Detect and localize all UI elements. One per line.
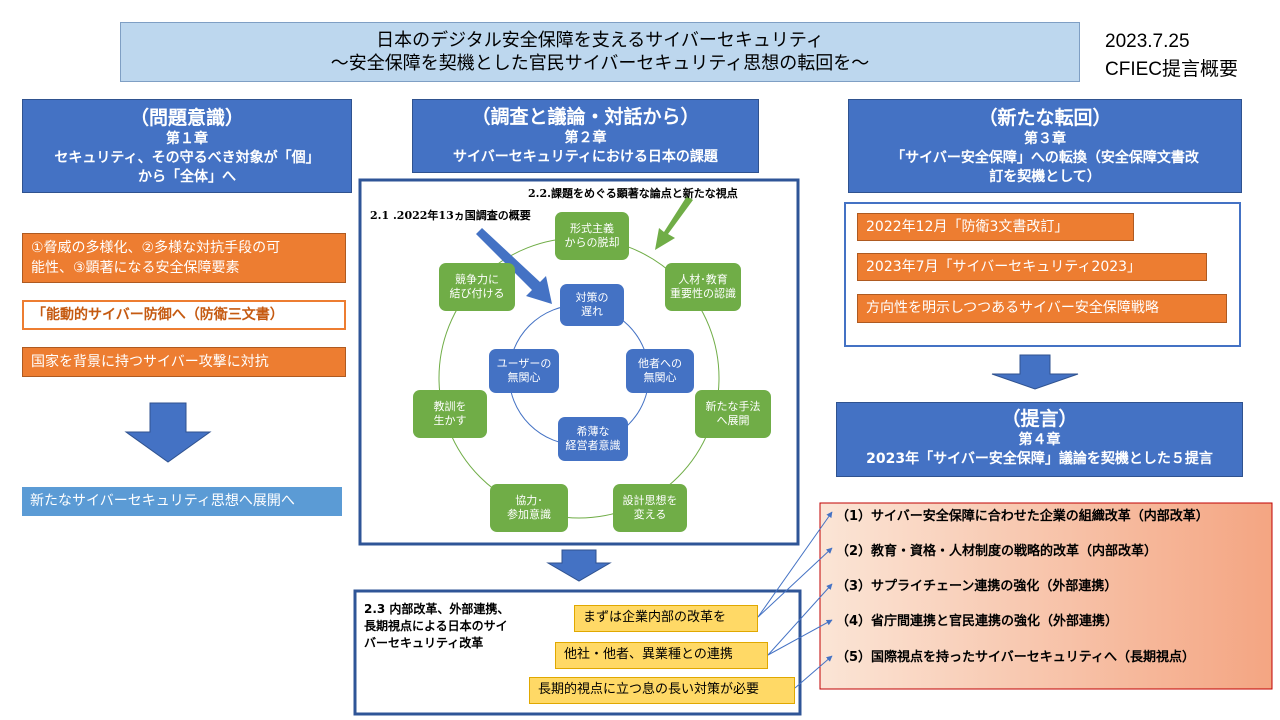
chapter4-heading: （提言） (1001, 408, 1078, 430)
node-user-indifference: ユーザーの無関心 (489, 349, 559, 393)
chapter4-number: 第４章 (1018, 432, 1061, 448)
node-design-philosophy: 設計思想を変える (613, 484, 687, 532)
node-new-methods: 新たな手法へ展開 (695, 390, 771, 438)
label-2-2: 2.2.課題をめぐる顕著な論点と新たな視点 (528, 187, 738, 200)
chapter3-heading: （新たな転回） (978, 107, 1112, 129)
date-block: 2023.7.25 CFIEC提言概要 (1105, 28, 1238, 84)
threats-line1: ①脅威の多様化、②多様な対抗手段の可 (31, 240, 281, 256)
chapter1-box-state-attack: 国家を背景に持つサイバー攻撃に対抗 (22, 347, 346, 377)
yellow-internal-reform: まずは企業内部の改革を (574, 605, 758, 632)
down-arrow-ch2 (546, 549, 612, 582)
chapter1-box-threats: ①脅威の多様化、②多様な対抗手段の可 能性、③顕著になる安全保障要素 (22, 233, 346, 283)
proposal-3: （3）サプライチェーン連携の強化（外部連携） (836, 579, 1118, 594)
node-weak-management: 希薄な経営者意識 (558, 417, 628, 461)
chapter3-subtitle-2: 訂を契機として） (989, 169, 1101, 185)
date-text: 2023.7.25 (1105, 31, 1190, 52)
chapter2-header: （調査と議論・対話から） 第２章 サイバーセキュリティにおける日本の課題 (412, 99, 759, 173)
yellow-long-term: 長期的視点に立つ息の長い対策が必要 (529, 677, 795, 704)
title-line1: 日本のデジタル安全保障を支えるサイバーセキュリティ (376, 30, 824, 51)
node-delayed-measures: 対策の遅れ (560, 284, 624, 326)
node-indifference-others: 他者への無関心 (626, 349, 694, 393)
chapter4-subtitle: 2023年「サイバー安全保障」議論を契機とした５提言 (866, 451, 1213, 467)
chapter3-subtitle-1: 「サイバー安全保障」への転換（安全保障文書改 (891, 150, 1199, 166)
node-lessons: 教訓を生かす (413, 390, 487, 438)
chapter2-heading: （調査と議論・対話から） (471, 106, 700, 128)
chapter3-header: （新たな転回） 第３章 「サイバー安全保障」への転換（安全保障文書改 訂を契機と… (848, 99, 1242, 193)
proposal-1: （1）サイバー安全保障に合わせた企業の組織改革（内部改革） (836, 509, 1209, 524)
chapter1-subtitle-2: から「全体」へ (138, 169, 236, 185)
chapter1-heading: （問題意識） (129, 107, 244, 129)
chapter1-box-active-defense: 「能動的サイバー防御へ（防衛三文書） (22, 300, 346, 330)
chapter2-number: 第２章 (564, 130, 607, 146)
down-arrow-ch3 (991, 354, 1079, 390)
viewpoint-arrow (655, 196, 693, 250)
node-cooperation: 協力･参加意識 (490, 484, 568, 532)
chapter1-subtitle-1: セキュリティ、その守るべき対象が「個」 (54, 150, 320, 166)
threats-line2: 能性、③顕著になる安全保障要素 (31, 260, 240, 276)
title-line2: ～安全保障を契機とした官民サイバーセキュリティ思想の転回を～ (330, 53, 870, 74)
label-2-1: 2.1 .2022年13ヵ国調査の概要 (370, 209, 531, 222)
node-talent-education: 人材･教育重要性の認識 (665, 263, 741, 311)
chapter1-number: 第１章 (166, 131, 208, 147)
org-text: CFIEC提言概要 (1105, 59, 1239, 80)
chapter3-item-1: 2022年12月「防衛3文書改訂」 (857, 213, 1134, 241)
chapter1-result: 新たなサイバーセキュリティ思想へ展開へ (22, 487, 342, 516)
yellow-external-cooperation: 他社・他者、異業種との連携 (555, 642, 768, 669)
proposals-frame (819, 502, 1273, 690)
chapter1-header: （問題意識） 第１章 セキュリティ、その守るべき対象が「個」 から「全体」へ (22, 99, 352, 193)
main-title: 日本のデジタル安全保障を支えるサイバーセキュリティ ～安全保障を契機とした官民サ… (120, 22, 1080, 82)
proposal-4: （4）省庁間連携と官民連携の強化（外部連携） (836, 614, 1119, 629)
chapter3-number: 第３章 (1024, 131, 1066, 147)
proposal-5: （5）国際視点を持ったサイバーセキュリティへ（長期視点） (836, 650, 1196, 665)
chapter3-item-3: 方向性を明示しつつあるサイバー安全保障戦略 (857, 294, 1227, 323)
node-competitiveness: 競争力に結び付ける (439, 263, 515, 311)
section23-title: 2.3 内部改革、外部連携、 長期視点による日本のサイ バーセキュリティ改革 (364, 602, 510, 650)
chapter4-header: （提言） 第４章 2023年「サイバー安全保障」議論を契機とした５提言 (836, 402, 1243, 477)
proposal-2: （2）教育・資格・人材制度の戦略的改革（内部改革） (836, 544, 1158, 559)
chapter3-item-2: 2023年7月「サイバーセキュリティ2023」 (857, 253, 1207, 281)
node-formalism: 形式主義からの脱却 (555, 212, 629, 260)
down-arrow-ch1 (124, 402, 212, 463)
chapter2-subtitle: サイバーセキュリティにおける日本の課題 (453, 149, 718, 165)
